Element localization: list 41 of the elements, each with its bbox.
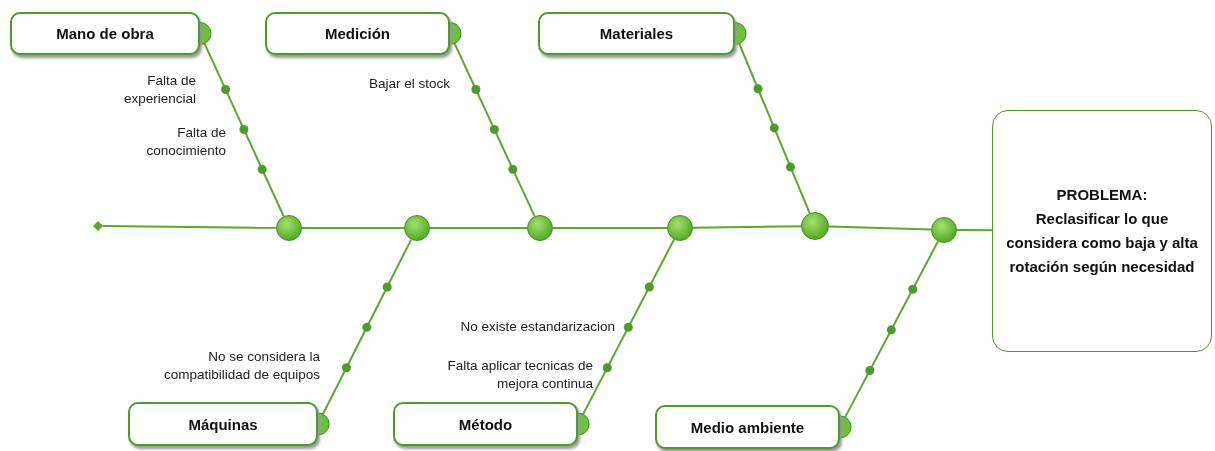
junction-circle [276, 215, 302, 241]
cause-label: Falta de conocimiento [145, 124, 226, 160]
category-box [265, 12, 450, 55]
bone-line [956, 229, 993, 232]
bone-line [737, 41, 811, 215]
cause-label: No existe estandarizacion [459, 318, 615, 336]
category-box [538, 12, 735, 55]
junction-circle [404, 215, 430, 241]
problem-text: Reclasificar lo que considera como baja y alta rotación según necesidad [1005, 209, 1199, 277]
category-box [655, 405, 840, 449]
category-box [128, 402, 318, 446]
bone-line [581, 238, 675, 417]
category-label: Mano de obra [56, 25, 154, 42]
bone-line [429, 227, 528, 229]
bone-line [552, 227, 668, 229]
bone-line [692, 225, 802, 229]
category-label: Medición [325, 25, 390, 42]
junction-circle [667, 215, 693, 241]
cause-label: Falta de experiencial [122, 72, 196, 108]
problem-text: PROBLEMA: [1056, 185, 1148, 205]
junction-circle [931, 217, 957, 243]
bone-line [321, 238, 413, 417]
category-label: Máquinas [188, 415, 258, 433]
junction-circle [527, 215, 553, 241]
bone-line [843, 240, 939, 420]
problem-box [992, 110, 1212, 352]
bone-line [453, 41, 536, 218]
bone-line [102, 225, 277, 229]
cause-label: Bajar el stock [367, 75, 450, 93]
cause-label: No se considera la compatibilidad de equipos [162, 348, 320, 384]
bone-line [828, 225, 932, 231]
category-label: Materiales [599, 25, 674, 42]
category-box [393, 402, 578, 446]
tail-diamond [93, 221, 103, 231]
bone-line [203, 41, 285, 218]
cause-label: Falta aplicar tecnicas de mejora continua [446, 357, 593, 393]
category-box [10, 12, 200, 55]
category-label: Método [458, 415, 513, 433]
junction-circle [801, 212, 829, 240]
category-label: Medio ambiente [690, 418, 805, 436]
bone-line [301, 227, 405, 229]
